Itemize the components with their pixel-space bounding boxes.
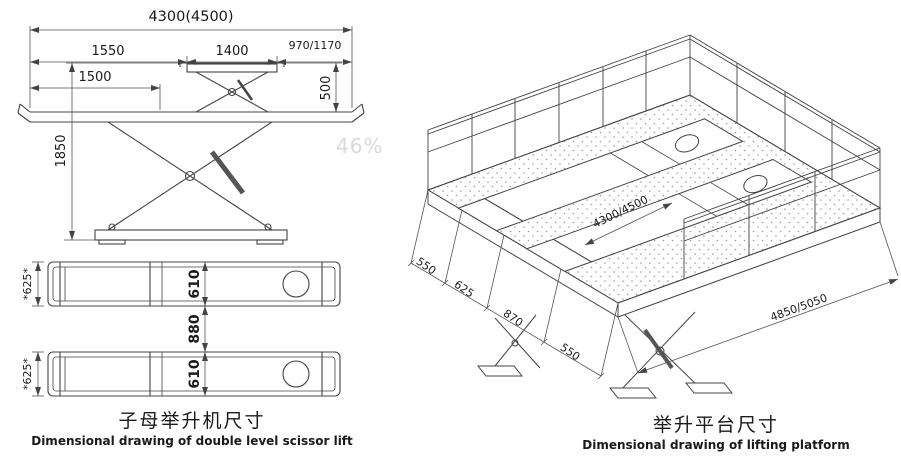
guard-rail-back-left — [427, 34, 691, 190]
iso-view-drawing — [426, 34, 882, 399]
dim-track2-outer-width: *625* — [21, 358, 34, 390]
dim-track1-width: 610 — [187, 269, 203, 298]
dim-upper-platform-length: 1400 — [215, 44, 248, 59]
guard-rail-front-right — [683, 147, 881, 279]
right-caption-zh: 举升平台尺寸 — [653, 414, 779, 436]
dim-track2-width: 610 — [187, 359, 203, 388]
top-view-drawing — [47, 261, 341, 397]
dim-inner-left: 1500 — [78, 70, 111, 85]
top-view-dimension-lines — [32, 261, 208, 397]
scissor-mechanism-main — [608, 311, 734, 399]
watermark-text: 46% — [336, 134, 383, 158]
iso-view-dimension-lines — [407, 189, 899, 380]
left-caption-en: Dimensional drawing of double level scis… — [31, 434, 353, 448]
dim-track1-outer-width: *625* — [21, 268, 34, 300]
dim-track-gap: 880 — [187, 314, 203, 343]
top-view-dimension-labels: *625* *625* 610 880 610 — [21, 268, 203, 390]
side-view-dimension-labels: 4300(4500) 1550 1400 970/1170 1500 500 1… — [54, 9, 341, 168]
dim-overall-length: 4850/5050 — [769, 291, 830, 324]
captions: 子母举升机尺寸 Dimensional drawing of double le… — [31, 410, 850, 452]
guard-rail-back-right — [689, 34, 881, 208]
left-caption-zh: 子母举升机尺寸 — [118, 410, 265, 432]
scissor-mechanism-secondary — [476, 314, 541, 377]
dim-total-width: 4300(4500) — [148, 9, 233, 25]
dim-left-span: 1550 — [91, 44, 124, 59]
dim-lift-height: 1850 — [54, 134, 69, 167]
dim-seg3: 870 — [501, 307, 526, 330]
dim-right-span: 970/1170 — [289, 39, 342, 52]
dim-seg4: 550 — [558, 341, 583, 364]
side-view-drawing — [17, 62, 365, 245]
side-view-dimension-lines — [29, 26, 353, 241]
dim-seg2: 625 — [452, 278, 477, 301]
right-caption-en: Dimensional drawing of lifting platform — [582, 438, 849, 452]
dim-upper-lift-height: 500 — [319, 76, 334, 101]
dim-seg1: 550 — [414, 255, 439, 278]
